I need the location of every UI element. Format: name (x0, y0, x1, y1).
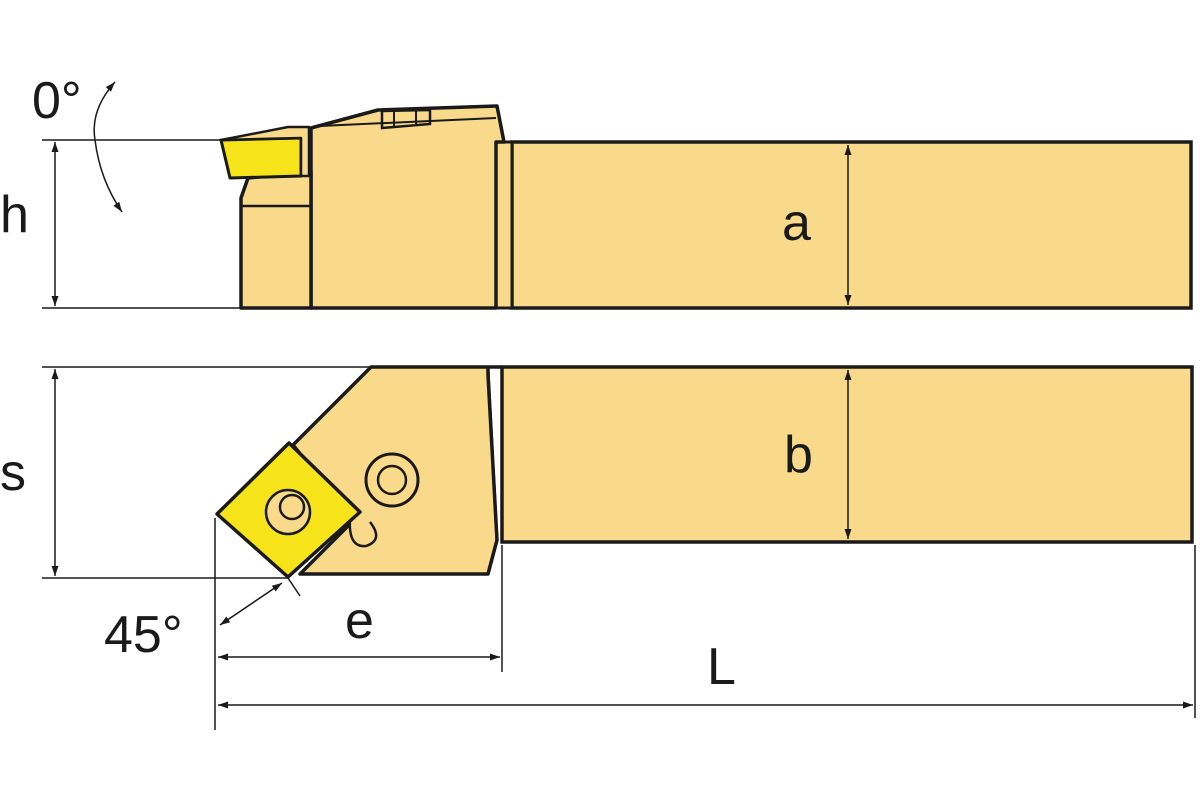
label-a: a (782, 194, 811, 252)
label-b: b (784, 426, 813, 484)
side-head (309, 104, 506, 310)
label-e: e (345, 592, 374, 650)
plan-view (42, 365, 1196, 730)
side-seat (239, 170, 313, 310)
label-L: L (707, 638, 736, 696)
label-angle-bottom: 45° (104, 606, 183, 664)
label-s: s (0, 444, 26, 502)
plan-shank (500, 365, 1194, 544)
clamp-screw-inner (376, 464, 408, 496)
side-insert (219, 136, 303, 180)
side-clamp (380, 108, 432, 130)
insert-hole-inner (278, 493, 306, 521)
dim-45-line (219, 582, 283, 626)
side-view (42, 81, 1193, 310)
label-angle-top: 0° (32, 72, 82, 130)
side-neck (494, 140, 514, 310)
label-h: h (0, 186, 29, 244)
side-insert-clamp (219, 125, 311, 178)
dimension-labels: 0° h a s b 45° e L (0, 72, 813, 696)
side-shank (510, 140, 1193, 310)
angle-arc-top (93, 81, 123, 213)
